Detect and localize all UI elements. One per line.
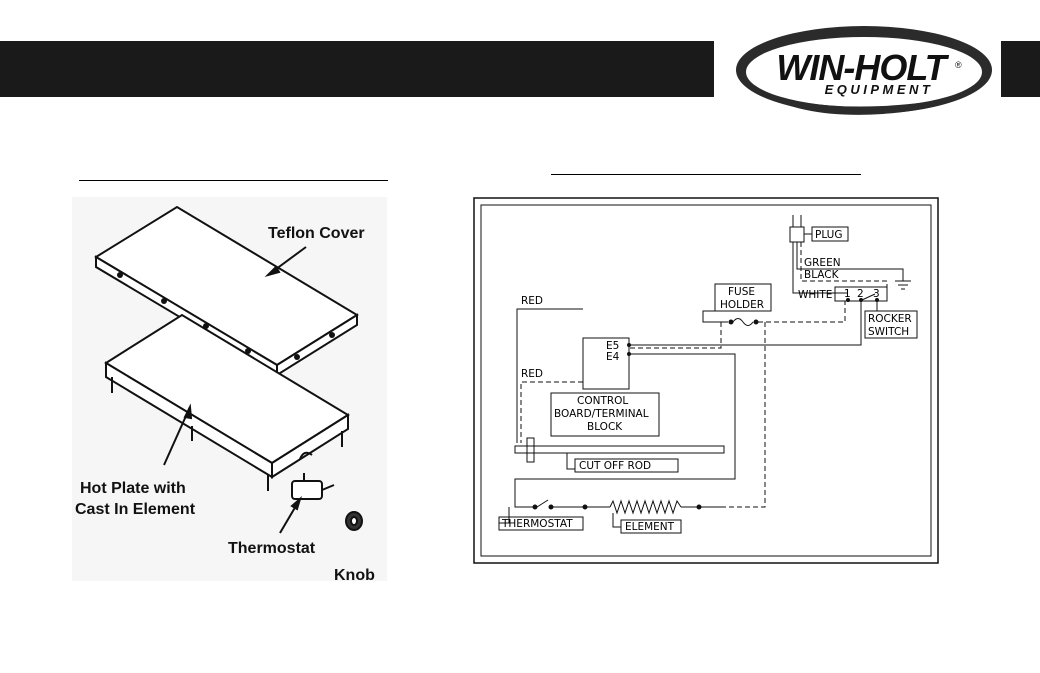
red-wire-label-middle: RED — [521, 368, 543, 380]
brand-tagline: EQUIPMENT — [825, 82, 934, 97]
control-board-label-line1: CONTROL — [577, 395, 628, 407]
right-section-rule — [551, 174, 861, 175]
fuse-holder-label-line1: FUSE — [728, 286, 755, 298]
knob-label: Knob — [334, 567, 375, 581]
control-board-label-line2: BOARD/TERMINAL — [554, 408, 649, 420]
knob-drawing — [346, 512, 362, 530]
switch-terminal-2: 2 — [857, 288, 864, 300]
thermostat-label: THERMOSTAT — [501, 518, 573, 530]
win-holt-logo: WIN-HOLT ® EQUIPMENT — [733, 22, 995, 118]
switch-terminal-1: 1 — [844, 288, 851, 300]
left-section-rule — [79, 180, 388, 181]
green-wire-label: GREEN — [804, 257, 841, 269]
hot-plate-label-line2: Cast In Element — [75, 501, 196, 518]
plug-label: PLUG — [815, 229, 842, 241]
header-banner — [0, 41, 714, 97]
teflon-cover-label: Teflon Cover — [268, 225, 365, 242]
brand-registered: ® — [955, 60, 962, 70]
header-tab — [1001, 41, 1040, 97]
wiring-diagram: PLUG GREEN BLACK WHITE 1 2 3 ROCKER SWIT… — [473, 197, 939, 564]
hot-plate-label-line1: Hot Plate with — [80, 480, 186, 497]
white-wire-label: WHITE — [798, 289, 832, 301]
element-label: ELEMENT — [625, 521, 675, 533]
thermostat-label: Thermostat — [228, 540, 316, 557]
rocker-switch-label-line2: SWITCH — [868, 326, 909, 338]
fuse-holder-label-line2: HOLDER — [720, 299, 764, 311]
red-wire-label-top: RED — [521, 295, 543, 307]
switch-terminal-3: 3 — [873, 288, 880, 300]
black-wire-label: BLACK — [804, 269, 840, 281]
exploded-view-illustration: Teflon Cover Hot Plate with Cast In Elem… — [72, 197, 387, 581]
cut-off-rod-label: CUT OFF ROD — [579, 460, 651, 472]
e4-terminal-label: E4 — [606, 351, 620, 363]
control-board-label-line3: BLOCK — [587, 421, 623, 433]
rocker-switch-label-line1: ROCKER — [868, 313, 912, 325]
